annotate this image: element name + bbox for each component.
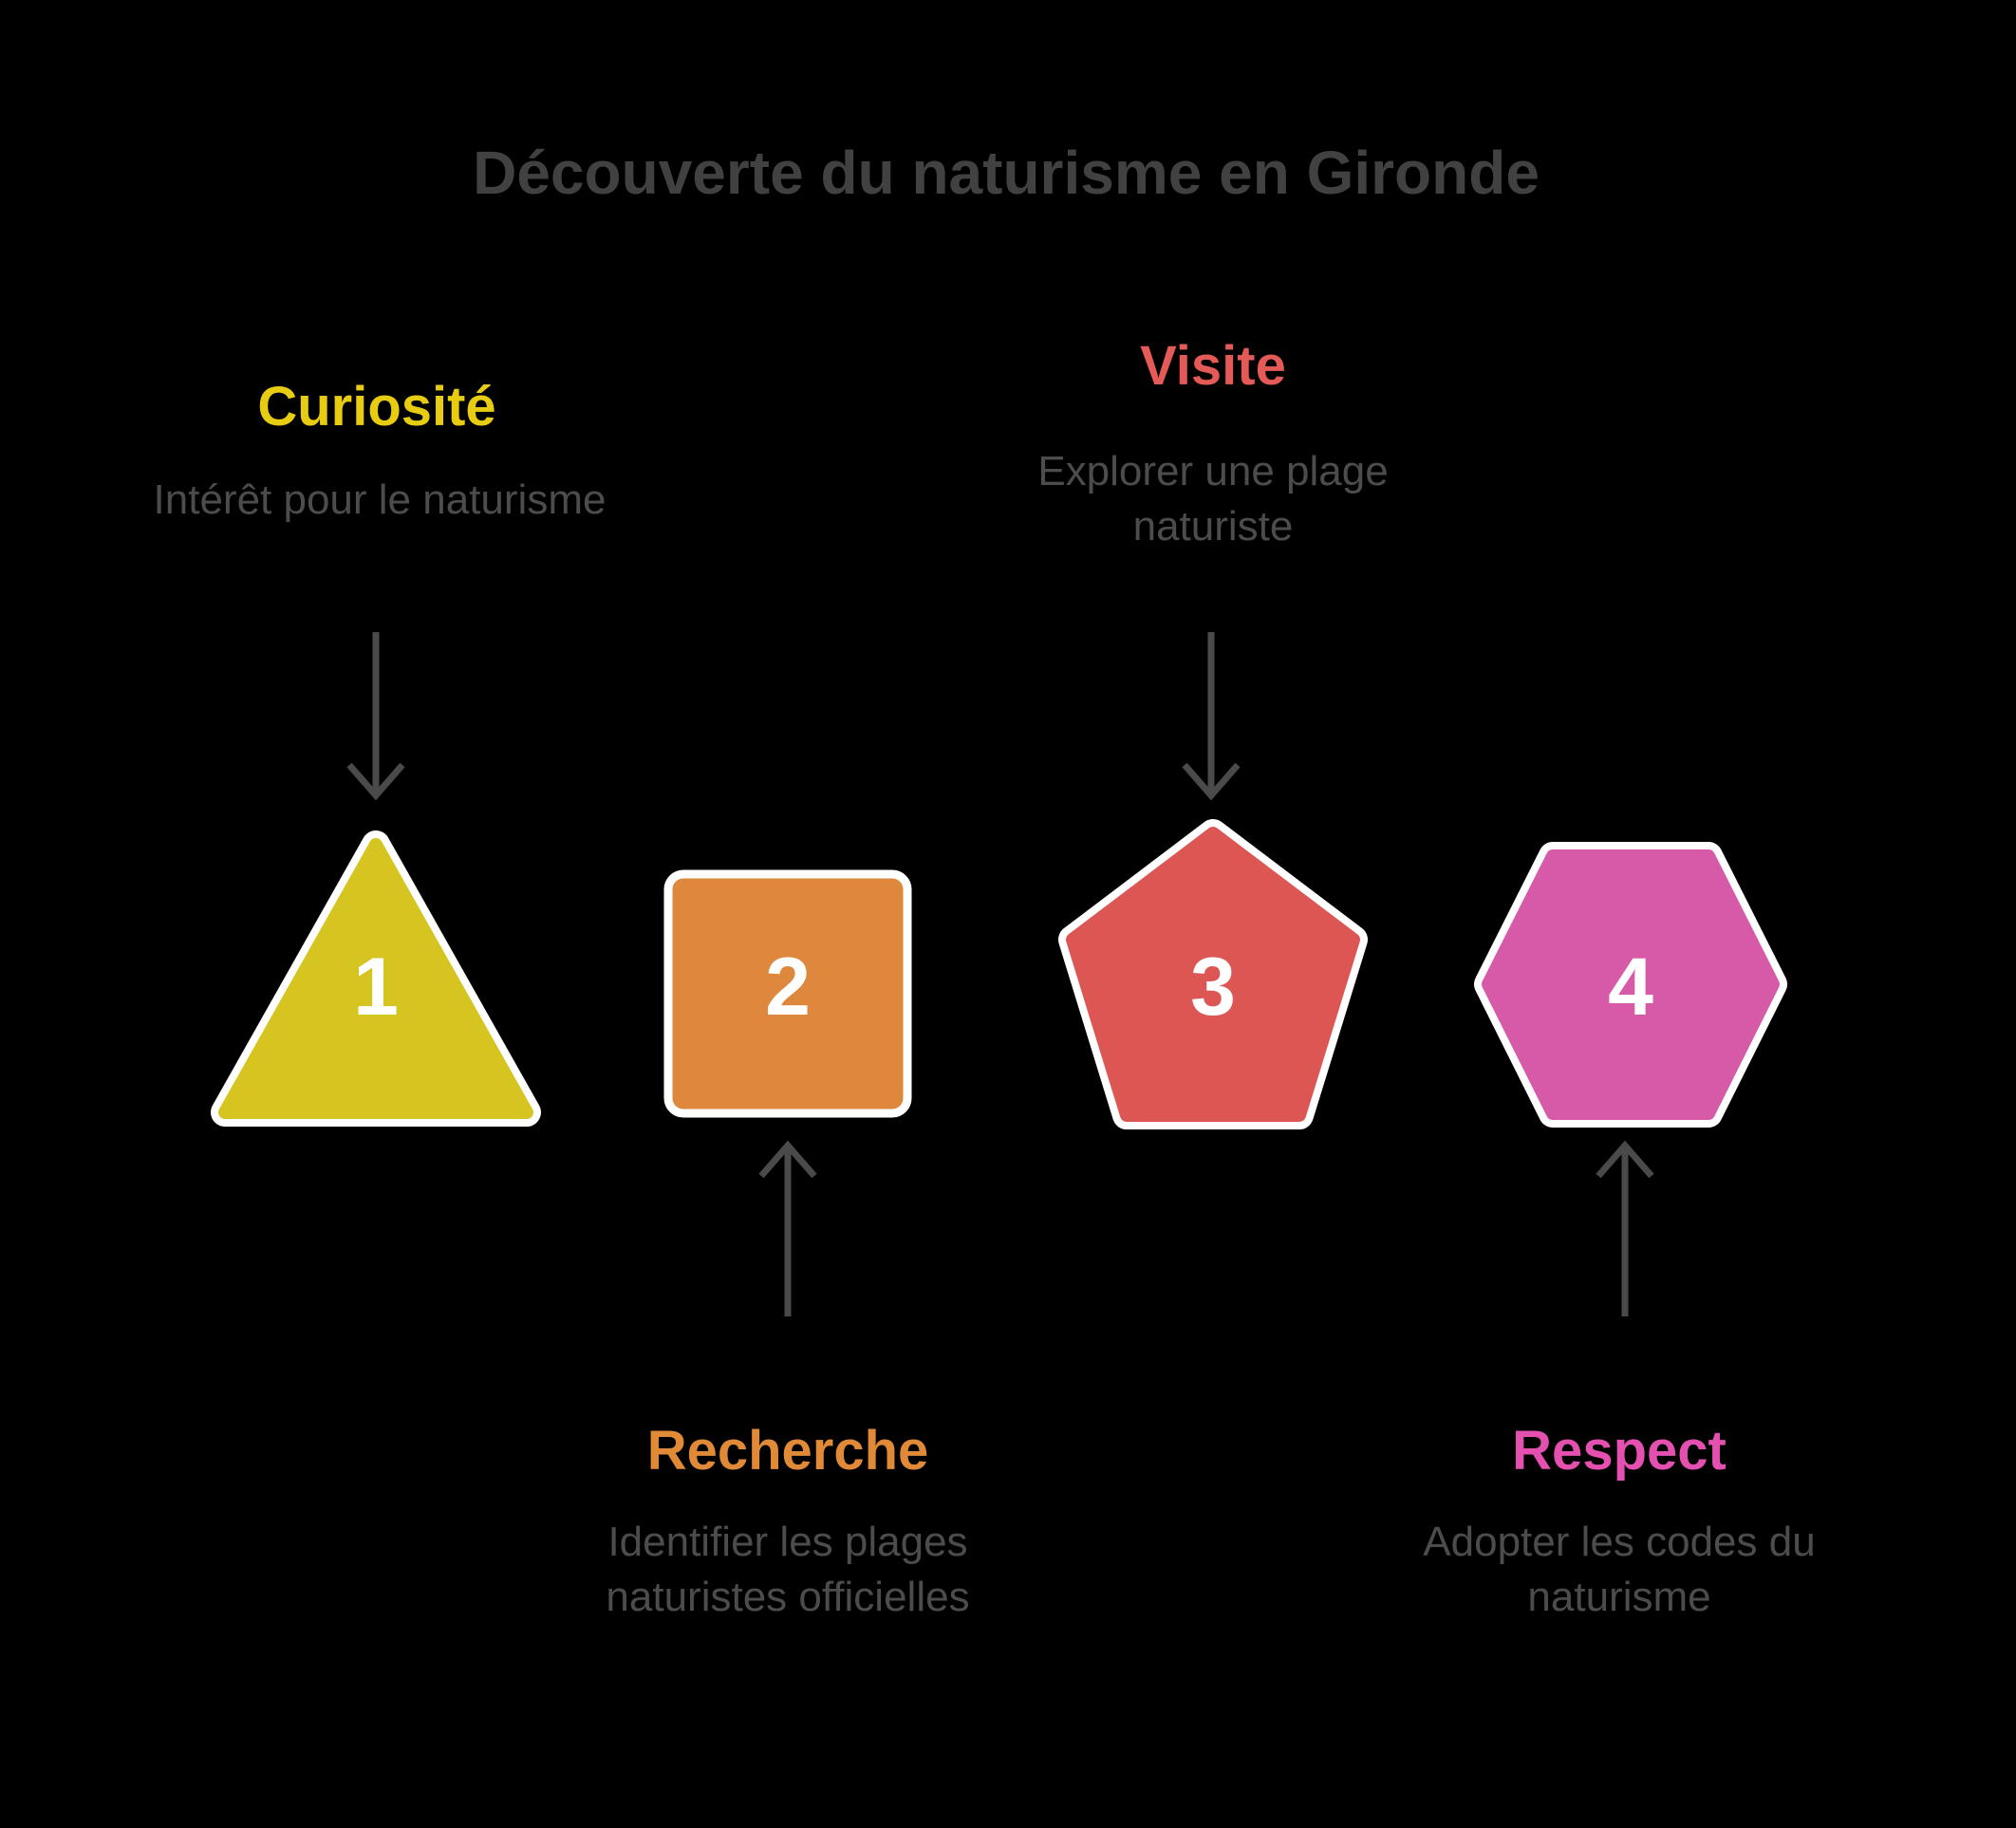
step-number: 2 bbox=[765, 942, 811, 1033]
pentagon-shape: 3 bbox=[1052, 814, 1374, 1137]
step-description-recherche: Identifier les plages naturistes officie… bbox=[606, 1519, 970, 1620]
step-description-visite: Explorer une plage naturiste bbox=[1037, 448, 1389, 550]
step-description-respect: Adopter les codes du naturisme bbox=[1423, 1519, 1816, 1620]
step-description-curiosite: Intérêt pour le naturisme bbox=[153, 476, 607, 523]
step-label-recherche: Recherche bbox=[646, 1420, 929, 1482]
square-shape: 2 bbox=[655, 861, 921, 1127]
step-number: 4 bbox=[1608, 942, 1653, 1033]
arrow-down-icon bbox=[1173, 626, 1249, 821]
arrow-up-icon bbox=[1587, 1125, 1663, 1329]
step-label-curiosite: Curiosité bbox=[257, 376, 496, 438]
arrow-down-icon bbox=[338, 626, 414, 821]
step-label-respect: Respect bbox=[1512, 1420, 1727, 1482]
hexagon-shape: 4 bbox=[1469, 837, 1792, 1133]
step-label-visite: Visite bbox=[1140, 335, 1286, 397]
step-number: 3 bbox=[1190, 942, 1236, 1033]
step-number: 1 bbox=[353, 942, 399, 1033]
diagram-title: Découverte du naturisme en Gironde bbox=[473, 139, 1540, 207]
triangle-shape: 1 bbox=[205, 825, 547, 1132]
arrow-up-icon bbox=[750, 1125, 826, 1329]
